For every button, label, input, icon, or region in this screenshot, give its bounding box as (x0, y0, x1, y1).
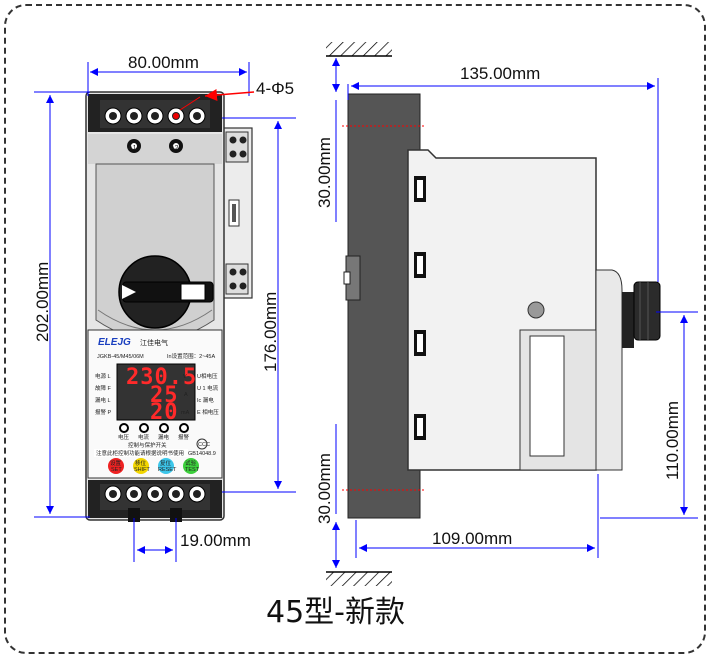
left-label-3: 漏电 L (95, 396, 111, 404)
side-view (326, 42, 661, 586)
svg-text:复位: 复位 (160, 459, 172, 467)
front-height-dimension: 202.00mm (33, 91, 90, 518)
display-panel: ELEJG 江佳电气 JGKB-45/M45/06M In设置范围：2~45A … (87, 329, 223, 479)
svg-text:RESET: RESET (158, 467, 177, 473)
right-label-1: U相电压 (197, 372, 218, 380)
top-clearance-label: 30.00mm (315, 137, 334, 208)
right-label-3: Ic 漏电 (197, 396, 214, 404)
caption: 45型-新款 (266, 595, 405, 630)
side-din-clip (221, 127, 253, 299)
lcd-unit-ma: mA (181, 410, 190, 416)
brand-cn: 江佳电气 (140, 338, 168, 347)
svg-text:SET: SET (111, 467, 122, 473)
setting-range: In设置范围：2~45A (167, 352, 215, 360)
svg-text:试验: 试验 (185, 459, 197, 467)
top-clearance-dimension: 30.00mm (315, 58, 340, 222)
standard-text: GB14048.9 (188, 451, 216, 457)
right-label-4: E 相电压 (197, 408, 219, 416)
left-label-4: 报警 P (95, 408, 112, 416)
bottom-spacing-label: 19.00mm (180, 531, 251, 550)
mount-height-label: 176.00mm (261, 292, 280, 372)
lcd-unit-v: V (183, 374, 187, 380)
front-height-label: 202.00mm (33, 262, 52, 342)
front-width-dimension: 80.00mm (87, 53, 250, 96)
mount-height-dimension: 176.00mm (222, 117, 296, 493)
side-depth-label: 109.00mm (432, 529, 512, 548)
brand-logo: ELEJG (98, 337, 131, 348)
side-height-label: 110.00mm (663, 401, 682, 480)
mode-text: 控制与保护开关 (128, 441, 167, 449)
side-depth-dimension: 109.00mm (355, 474, 599, 558)
hole-callout: 4-Φ5 (179, 79, 294, 111)
front-view: A1 A2 ELEJG 江佳电气 JGKB-45/M45/06M In设置范围：… (85, 91, 253, 522)
svg-text:移位: 移位 (135, 459, 147, 467)
coil-terminals: A1 A2 (88, 134, 222, 164)
side-width-label: 135.00mm (460, 64, 540, 83)
bottom-clearance-dimension: 30.00mm (315, 424, 340, 568)
bottom-clearance-label: 30.00mm (315, 453, 334, 524)
set-button[interactable]: 设置 SET (108, 458, 124, 474)
key-label-3: 漏电 (158, 433, 170, 441)
ground-bottom (326, 571, 392, 586)
top-terminal-block (88, 94, 222, 132)
terminal-a1-label: A1 (128, 145, 137, 152)
test-button[interactable]: 试验 TEST (183, 458, 200, 474)
key-label-2: 电流 (138, 433, 150, 441)
shift-button[interactable]: 移位 SHIFT (133, 458, 151, 474)
right-label-2: U 1 电流 (197, 384, 219, 392)
indicator-led-1 (119, 423, 129, 433)
lcd-current: 25 (150, 383, 179, 408)
rotary-handle[interactable] (118, 255, 214, 329)
indicator-led-3 (159, 423, 169, 433)
bottom-terminal-block (88, 480, 222, 522)
side-width-dimension: 135.00mm (347, 64, 659, 282)
reset-button[interactable]: 复位 RESET (158, 458, 177, 474)
ground-top (326, 42, 392, 57)
left-label-2: 故障 F (95, 384, 112, 392)
key-label-4: 报警 (178, 433, 190, 441)
side-knob (622, 281, 661, 348)
svg-text:TEST: TEST (185, 467, 200, 473)
svg-text:SHIFT: SHIFT (134, 467, 151, 473)
lcd-leakage: 20 (150, 400, 179, 425)
bottom-spacing-dimension: 19.00mm (133, 518, 251, 562)
warning-text: 注意此柜控制功能请根据说明书使用 (96, 449, 184, 457)
hole-spec-label: 4-Φ5 (256, 79, 294, 98)
side-height-dimension: 110.00mm (600, 311, 698, 519)
lcd-unit-a: A (184, 392, 188, 398)
key-label-1: 电压 (118, 433, 130, 441)
mount-hole-marker (173, 113, 179, 119)
lcd-voltage: 230.5 (126, 365, 197, 390)
terminal-a2-label: A2 (170, 145, 179, 152)
indicator-led-4 (179, 423, 189, 433)
svg-text:设置: 设置 (110, 459, 122, 467)
left-label-1: 电源 L (95, 372, 111, 380)
dashed-border-frame (4, 4, 706, 654)
cert-mark: CCC (198, 442, 210, 448)
front-width-label: 80.00mm (128, 53, 199, 72)
indicator-led-2 (139, 423, 149, 433)
model-text: JGKB-45/M45/06M (97, 354, 144, 360)
